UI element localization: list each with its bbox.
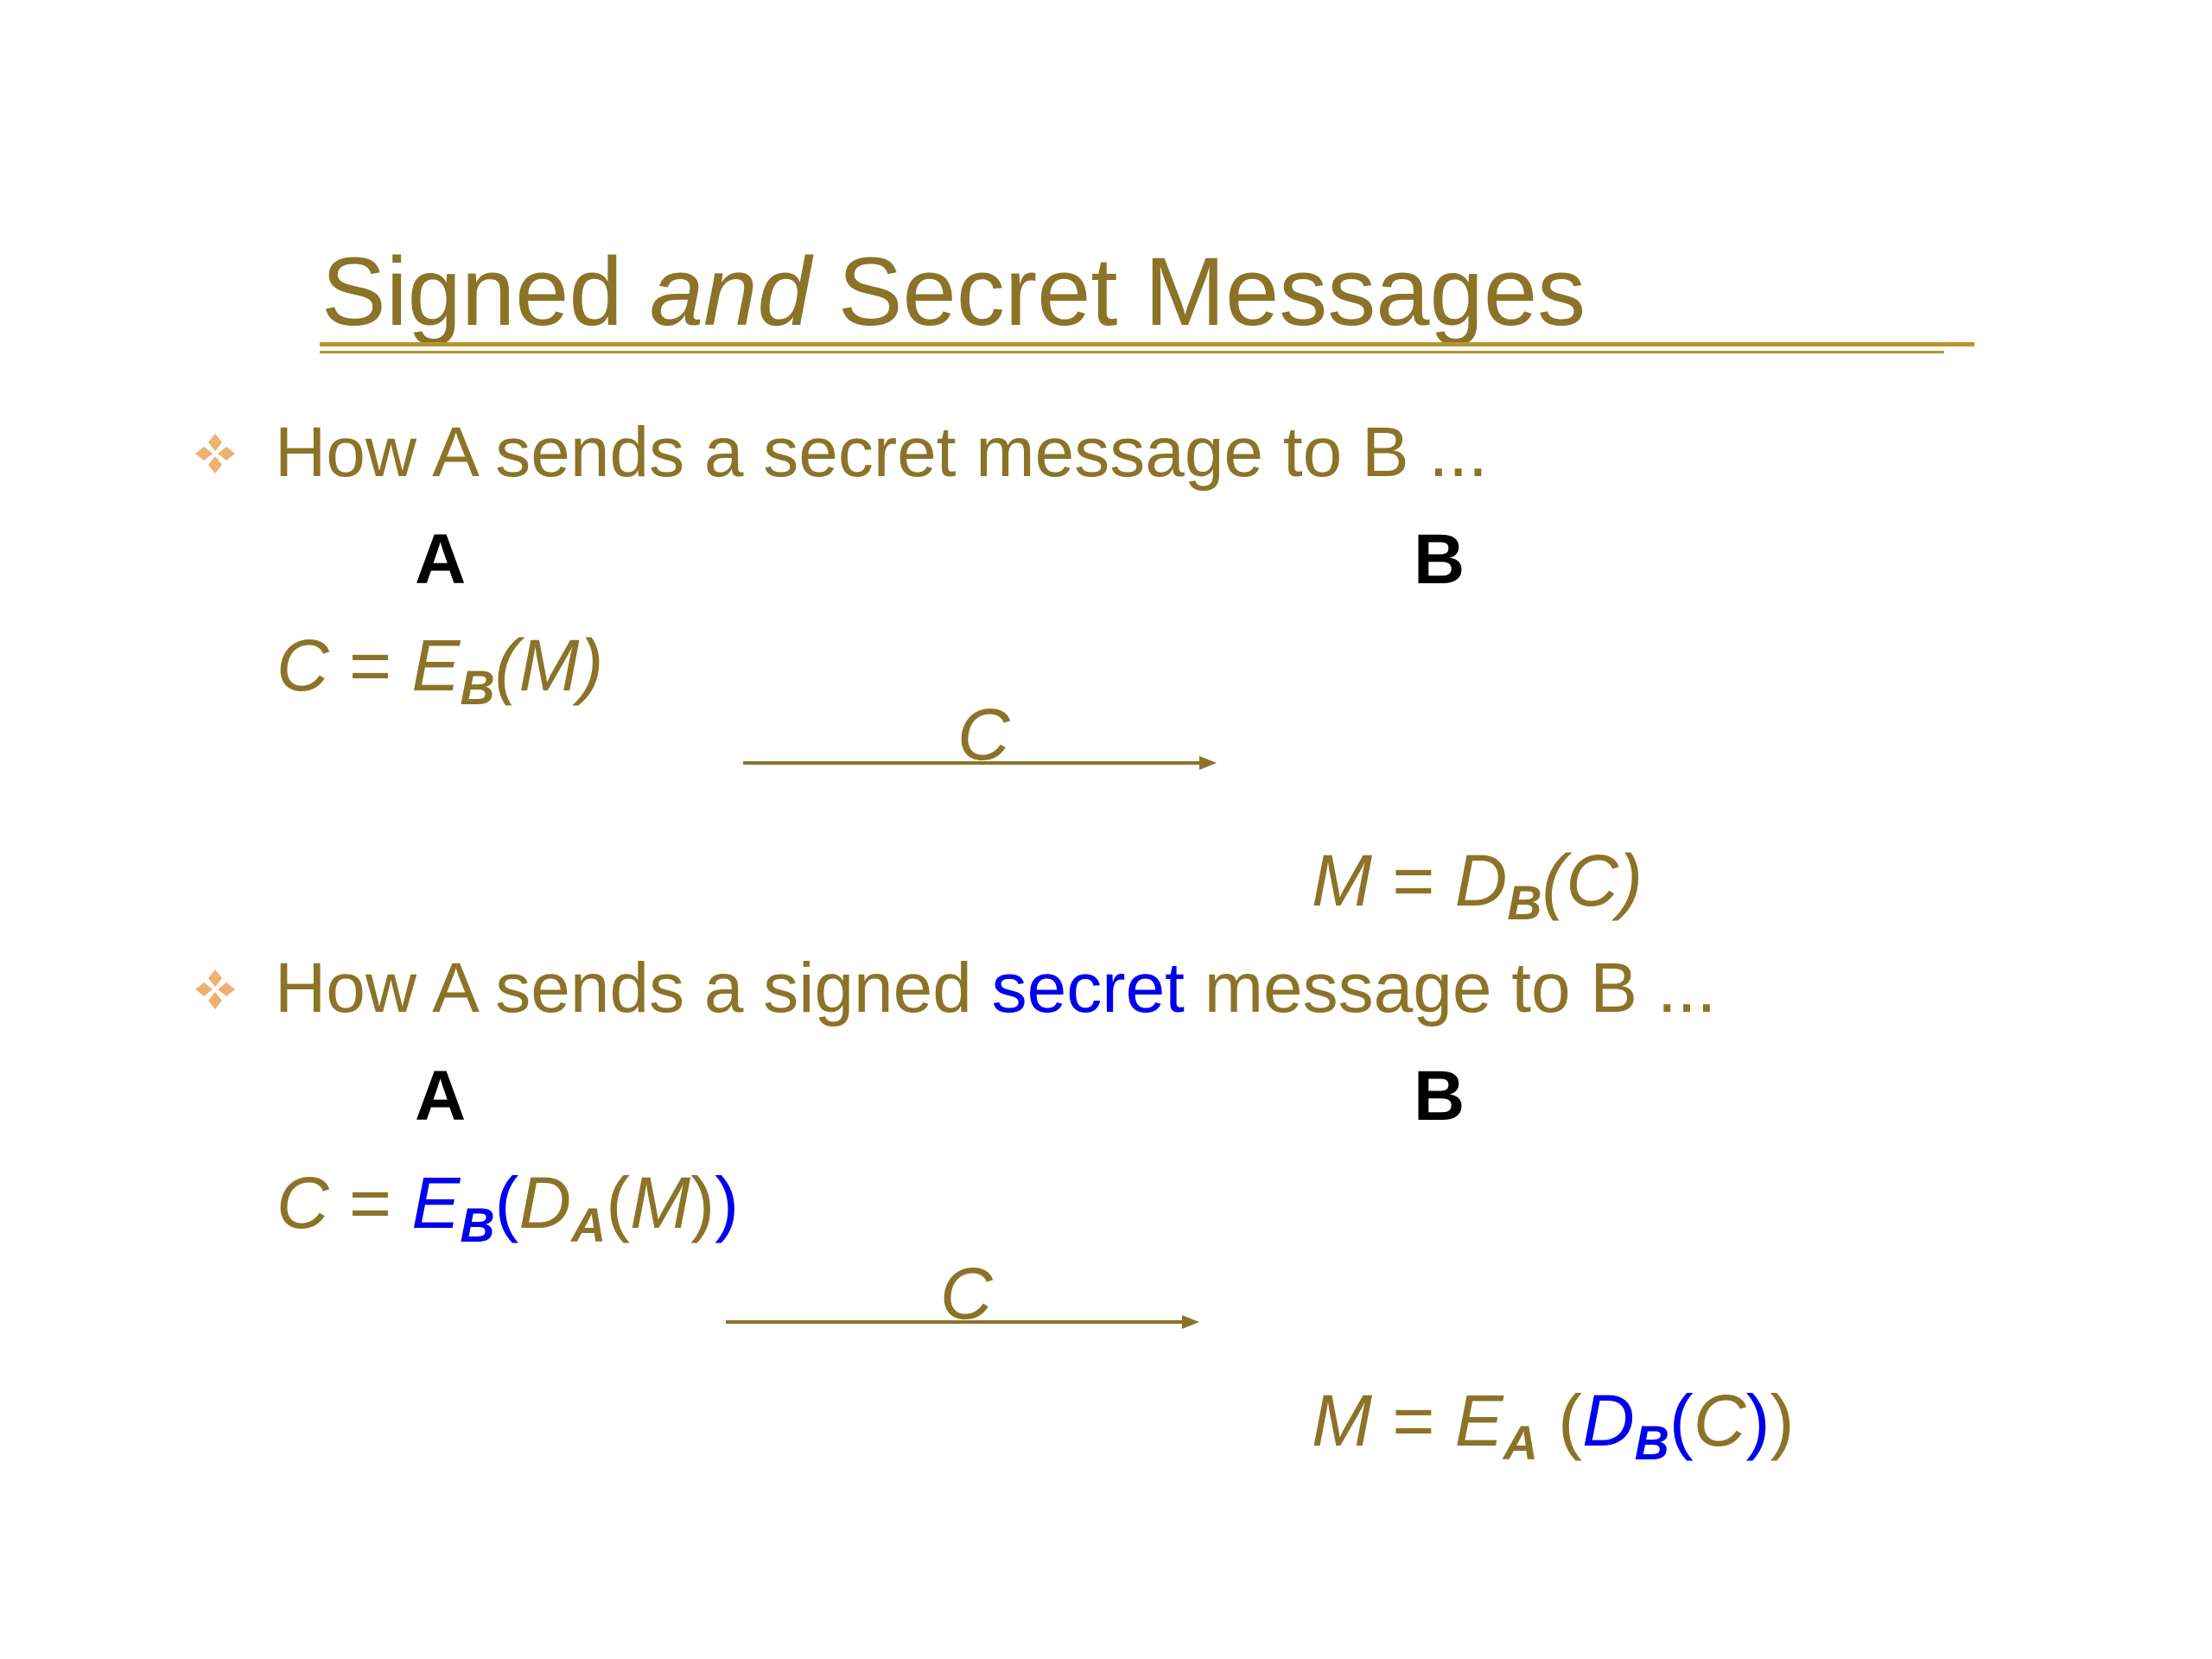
bullet2-decrypt-equation: M = EA (DB(C)) [1312, 1384, 1794, 1466]
eq-e-sub: B [460, 1198, 495, 1252]
bullet2-arrow-label: C [940, 1253, 993, 1334]
eq-open-paren: ( [1537, 1380, 1583, 1461]
eq-m: M [630, 1162, 691, 1243]
eq-e: E [1454, 1380, 1503, 1461]
eq-inner-decrypt: DB( [1582, 1380, 1694, 1466]
eq-e-sub: B [460, 660, 495, 715]
bullet2-right-arrow-icon [726, 1315, 1199, 1329]
bullet2-party-b: B [1414, 1057, 1465, 1135]
eq-d-sub: A [571, 1198, 607, 1252]
eq-d: D [518, 1162, 572, 1243]
title-underline-secondary [320, 351, 1944, 353]
eq-m: M [1312, 1380, 1372, 1461]
diamond-cluster-bullet-icon [195, 969, 235, 1009]
eq-equals: = [1371, 1380, 1455, 1461]
eq-e: E [411, 625, 461, 706]
eq-c: C [1693, 1380, 1746, 1461]
bullet1-encrypt-equation: C = EB(M) [276, 629, 603, 711]
eq-arg: (C) [1541, 840, 1643, 921]
eq-outer-encrypt: EB( [411, 1162, 519, 1249]
bullet2-text: How A sends a signed secret message to B… [275, 953, 1716, 1024]
bullet1-party-b: B [1414, 520, 1465, 599]
bullet1-decrypt-equation: M = DB(C) [1312, 844, 1643, 926]
title-underline [320, 342, 1974, 346]
eq-c: C [276, 625, 329, 706]
eq-equals: = [328, 625, 412, 706]
eq-e-sub: A [1503, 1415, 1538, 1470]
bullet2-text-before: How A sends a signed [275, 949, 992, 1027]
eq-close-paren: ) [1745, 1380, 1770, 1461]
bullet2-encrypt-equation: C = EB(DA(M)) [276, 1166, 739, 1249]
eq-d: D [1582, 1380, 1635, 1461]
eq-close-paren: ) [715, 1162, 740, 1243]
title-part-secret-messages: Secret Messages [810, 238, 1586, 346]
eq-d-sub: B [1507, 875, 1542, 930]
eq-d: D [1454, 840, 1508, 921]
diamond-cluster-bullet-icon [195, 434, 235, 474]
eq-open-paren: ( [606, 1162, 631, 1243]
eq-d-sub: B [1634, 1415, 1669, 1470]
bullet1-party-a: A [415, 520, 467, 599]
bullet2-text-highlight: secret [991, 949, 1185, 1027]
bullet2-party-a: A [415, 1057, 467, 1135]
eq-close-paren: ) [1770, 1380, 1795, 1461]
bullet2-text-after: message to B ... [1184, 949, 1717, 1027]
bullet1-right-arrow-icon [743, 756, 1217, 770]
eq-m: M [1312, 840, 1372, 921]
eq-close-paren: ) [690, 1162, 715, 1243]
eq-open-paren: ( [494, 1162, 519, 1243]
eq-open-paren: ( [1669, 1380, 1694, 1461]
title-part-and: and [649, 238, 811, 346]
bullet1-arrow-label: C [957, 694, 1010, 775]
eq-c: C [276, 1162, 329, 1243]
eq-equals: = [328, 1162, 412, 1243]
title-part-signed: Signed [321, 238, 650, 346]
slide-title: Signed and Secret Messages [321, 244, 1586, 340]
eq-arg: (M) [494, 625, 604, 706]
bullet1-text: How A sends a secret message to B ... [275, 413, 1488, 492]
eq-equals: = [1371, 840, 1455, 921]
eq-e: E [411, 1162, 461, 1243]
